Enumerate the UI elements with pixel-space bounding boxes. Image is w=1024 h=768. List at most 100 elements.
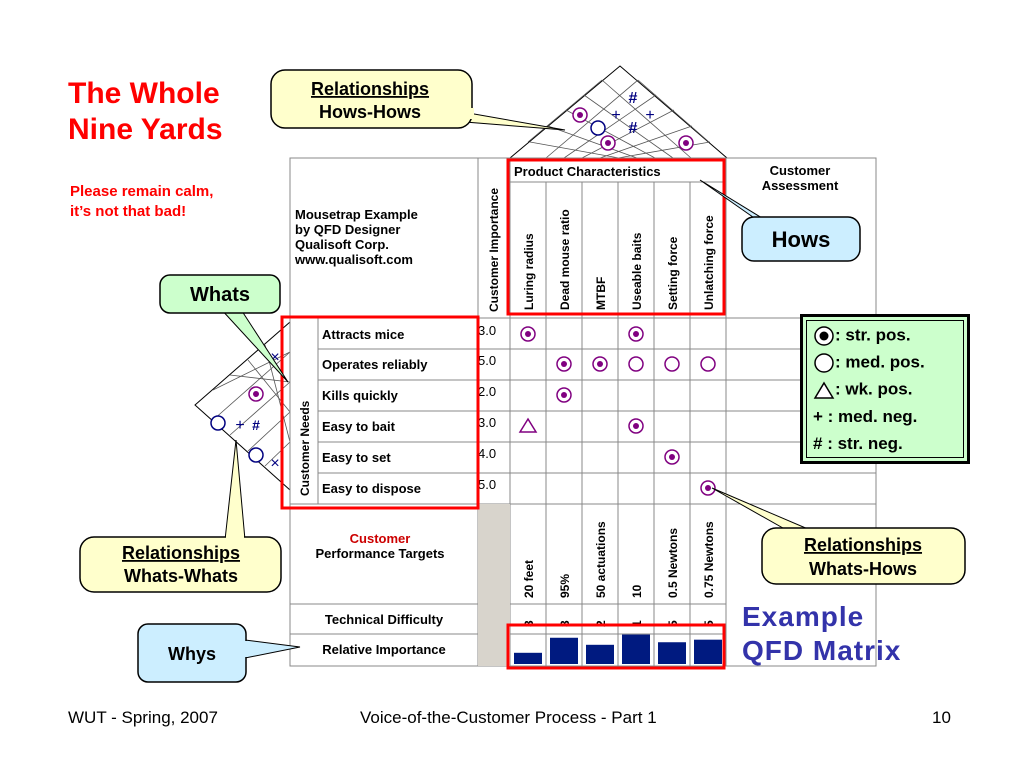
callout-whats-whats-line-1: Relationships [122,543,240,563]
medium-negative-icon: + [813,407,823,426]
callout-hows-label: Hows [772,227,831,252]
what-importance: 5.0 [478,353,496,368]
what-row: Easy to set 4.0 [322,446,496,465]
slide-subtitle-line-2: it’s not that bad! [70,203,187,220]
how-header: Useable baits [630,232,644,310]
callout-hows-hows-line-1: Relationships [311,79,429,99]
example-line-1: Example [742,601,865,632]
what-row: Easy to dispose 5.0 [322,477,496,496]
performance-target: 95% [558,574,572,598]
svg-text:+: + [235,417,244,434]
strong-positive-icon [628,326,644,342]
highlight-whats [280,315,480,510]
footer-page-number: 10 [932,708,951,727]
svg-text:#: # [629,120,638,137]
what-label: Easy to bait [322,419,396,434]
symbol-legend: : str. pos. : med. pos. : wk. pos. + : m… [800,314,970,464]
callout-whats-whats-line-2: Whats-Whats [124,566,238,586]
relative-importance-bar [514,652,542,664]
legend-text-medium-negative: : med. neg. [822,407,918,426]
svg-text:×: × [270,455,279,472]
how-header: Luring radius [522,233,536,310]
callout-whats: Whats [159,274,289,383]
strong-positive-icon [592,356,608,372]
what-label: Easy to set [322,450,391,465]
product-characteristics-header: Product Characteristics [514,164,661,179]
medium-positive-icon [814,353,834,373]
legend-text-medium-positive: : med. pos. [835,352,925,372]
relative-importance-bar [622,634,650,664]
example-line-2: QFD Matrix [742,635,902,666]
relative-importance-bar [550,637,578,664]
callout-whats-hows-line-2: Whats-Hows [809,559,917,579]
callout-whys-label: Whys [168,644,216,664]
example-qfd-label: Example QFD Matrix [742,600,901,668]
callout-whats-label: Whats [190,284,250,306]
what-importance: 2.0 [478,384,496,399]
strong-positive-icon [520,326,536,342]
how-header: MTBF [594,277,608,310]
slide-title: The Whole Nine Yards [68,76,223,148]
medium-positive-icon [628,356,644,372]
legend-item-weak-positive: : wk. pos. [813,379,912,401]
performance-target: 0.5 Newtons [666,528,680,598]
svg-text:+: + [611,107,620,124]
legend-text-strong-negative: : str. neg. [822,434,903,453]
importance-shade [478,504,510,666]
customer-needs-header: Customer Needs [298,400,312,496]
callout-whys: Whys [137,623,301,683]
medium-positive-icon [664,356,680,372]
svg-text:#: # [252,417,260,433]
callout-whats-hows: Relationships Whats-Hows [711,487,966,585]
legend-item-strong-negative: # : str. neg. [813,434,903,454]
strong-positive-icon [556,387,572,403]
info-line-4: www.qualisoft.com [294,252,413,267]
strong-negative-icon: # [813,434,823,453]
weak-positive-icon [518,417,538,433]
performance-target: 50 actuations [594,521,608,598]
slide-subtitle: Please remain calm, it’s not that bad! [70,182,213,222]
strong-positive-icon [664,449,680,465]
strong-positive-icon [814,326,834,346]
what-importance: 5.0 [478,477,496,492]
relationship-symbols [518,326,716,496]
slide-subtitle-line-1: Please remain calm, [70,183,214,200]
slide-title-line-1: The Whole [68,77,220,110]
strong-positive-icon [700,480,716,496]
roof-whats-whats: + × # × [194,320,291,492]
relative-importance-bar [586,644,614,664]
footer-left: WUT - Spring, 2007 [68,708,218,727]
legend-text-strong-positive: : str. pos. [835,325,911,345]
targets-label-line-2: Performance Targets [315,546,444,561]
matrix-info: Mousetrap Example by QFD Designer Qualis… [294,207,418,267]
medium-positive-icon [700,356,716,372]
performance-target: 0.75 Newtons [702,521,716,598]
svg-text:+: + [645,107,654,124]
performance-target: 20 feet [522,560,536,598]
relative-importance-bar [694,639,722,664]
performance-target: 10 [630,584,644,598]
what-label: Easy to dispose [322,481,421,496]
weak-positive-icon [813,381,835,399]
legend-item-strong-positive: : str. pos. [813,325,911,347]
relative-importance-bars [514,634,722,664]
info-line-2: by QFD Designer [295,222,400,237]
how-header: Dead mouse ratio [558,209,572,310]
callout-whats-hows-line-1: Relationships [804,535,922,555]
legend-item-medium-positive: : med. pos. [813,352,925,374]
what-row: Operates reliably 5.0 [322,353,496,372]
what-label: Kills quickly [322,388,399,403]
callout-hows-hows: Relationships Hows-Hows [270,69,566,131]
highlight-hows [506,158,726,316]
what-importance: 4.0 [478,446,496,461]
highlight-whys [506,623,726,670]
svg-text:#: # [629,90,638,107]
what-label: Operates reliably [322,357,428,372]
targets-label-line-1: Customer [350,531,411,546]
technical-difficulty-label: Technical Difficulty [325,612,444,627]
